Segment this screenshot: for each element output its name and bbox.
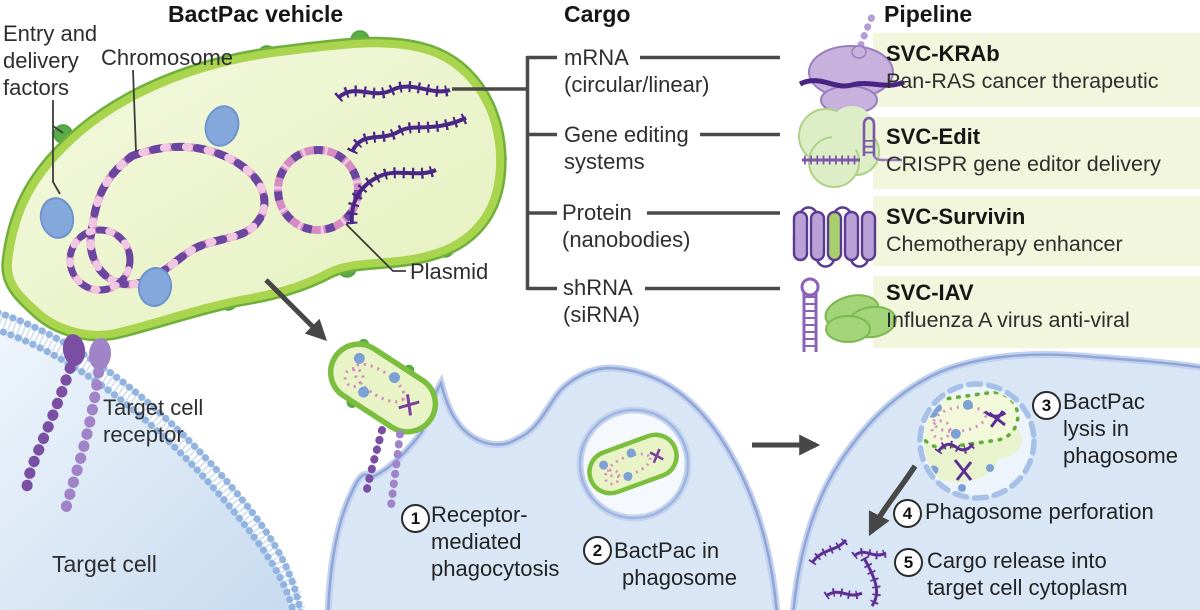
target-cell-receptors <box>21 334 112 524</box>
target-cell-receptor-label: Target cell receptor <box>103 394 203 448</box>
target-cell-label: Target cell <box>52 551 157 577</box>
pipeline-name: SVC-Edit <box>886 124 981 149</box>
plasmid-dna <box>274 146 362 234</box>
plasmid-label: Plasmid <box>410 259 489 284</box>
cargo-mrna-line2: (circular/linear) <box>564 72 710 97</box>
chromosome-label: Chromosome <box>101 45 234 70</box>
pipeline-entry-svc-krab: SVC-KRAb Pan-RAS cancer therapeutic <box>886 40 1158 94</box>
pipeline-desc: CRISPR gene editor delivery <box>886 152 1161 176</box>
step-3-badge: 3 <box>1032 391 1061 420</box>
cargo-item-protein: Protein (nanobodies) <box>562 199 690 253</box>
pipeline-entry-svc-survivin: SVC-Survivin Chemotherapy enhancer <box>886 203 1123 257</box>
cargo-gene-line2: systems <box>564 149 645 174</box>
cargo-item-shrna: shRNA (siRNA) <box>563 274 640 328</box>
receptor-label-line2: receptor <box>103 422 184 447</box>
step-5-badge: 5 <box>894 548 923 577</box>
bactpac-small <box>327 338 439 510</box>
step-5-line1: Cargo release into <box>927 548 1107 573</box>
entry-label-line1: Entry and <box>3 21 98 46</box>
ribosome-mrna-icon <box>798 8 906 115</box>
step-1-line3: phagocytosis <box>431 556 560 581</box>
step-2-line1: BactPac in <box>614 538 720 563</box>
cargo-bracket <box>452 55 780 291</box>
entry-delivery-factors-label: Entry and delivery factors <box>3 20 97 101</box>
pipeline-boxes <box>873 33 1200 348</box>
entry-label-line2: delivery <box>3 48 79 73</box>
cargo-protein-line1: Protein <box>562 200 632 225</box>
pipeline-entry-svc-iav: SVC-IAV Influenza A virus anti-viral <box>886 279 1130 333</box>
title-pipeline: Pipeline <box>884 1 973 27</box>
lysed-bactpac-contents <box>924 390 1022 492</box>
cargo-shrna-line1: shRNA <box>563 275 633 300</box>
chromosome-dna <box>66 142 269 294</box>
released-cargo-strands <box>808 536 888 609</box>
shrna-hairpin-icon <box>800 277 897 352</box>
bactpac-in-phagosome <box>587 432 679 496</box>
cargo-protein-line2: (nanobodies) <box>562 227 691 252</box>
nanobody-beta-barrel-icon <box>792 206 877 268</box>
pipeline-name: SVC-IAV <box>886 280 974 305</box>
step-5-line2: target cell cytoplasm <box>927 575 1128 600</box>
step-3-line2: lysis in <box>1063 416 1130 441</box>
step-4-badge: 4 <box>893 499 922 528</box>
step-1-line1: Receptor- <box>431 502 528 527</box>
pipeline-name: SVC-KRAb <box>886 41 1000 66</box>
label-leader-lines <box>52 69 406 272</box>
mrna-strands <box>334 81 469 225</box>
step-4-text: Phagosome perforation <box>925 498 1154 525</box>
arrow-to-small-bactpac <box>264 278 327 341</box>
pipeline-desc: Pan-RAS cancer therapeutic <box>886 69 1159 93</box>
entry-label-line3: factors <box>3 75 70 100</box>
bactpac-small-receptors <box>362 426 404 510</box>
step-3-text: BactPac lysis in phagosome <box>1063 388 1178 469</box>
pipeline-entry-svc-edit: SVC-Edit CRISPR gene editor delivery <box>886 123 1161 177</box>
cargo-mrna-line1: mRNA <box>564 45 629 70</box>
flow-arrows <box>264 278 918 537</box>
title-bactpac-vehicle: BactPac vehicle <box>168 1 344 27</box>
step-1-line2: mediated <box>431 529 522 554</box>
step-5-text: Cargo release into target cell cytoplasm <box>927 547 1128 601</box>
cargo-gene-line1: Gene editing <box>564 122 689 147</box>
arrow-phagosome-perforation <box>868 464 918 537</box>
cas9-guide-rna-icon <box>798 106 902 188</box>
cargo-item-gene-editing: Gene editing systems <box>564 121 689 175</box>
step-2-text: BactPac in phagosome <box>614 537 737 591</box>
target-cell <box>0 309 308 610</box>
cargo-shrna-line2: (siRNA) <box>563 302 640 327</box>
step-3-line3: phagosome <box>1063 443 1178 468</box>
step-2-line2: phagosome <box>622 565 737 590</box>
pipeline-desc: Chemotherapy enhancer <box>886 232 1123 256</box>
receptor-label-line1: Target cell <box>103 395 204 420</box>
step-3-line1: BactPac <box>1063 389 1145 414</box>
step-4-line1: Phagosome perforation <box>925 499 1154 524</box>
phagocyte-cell-right <box>789 351 1200 610</box>
bactpac-vehicle-cell <box>1 30 507 342</box>
delivery-factor-blobs <box>39 105 240 307</box>
step-2-badge: 2 <box>583 536 612 565</box>
title-cargo: Cargo <box>564 1 631 27</box>
pipeline-name: SVC-Survivin <box>886 204 1026 229</box>
step-1-text: Receptor- mediated phagocytosis <box>431 501 559 582</box>
pipeline-desc: Influenza A virus anti-viral <box>886 308 1130 332</box>
step-1-badge: 1 <box>401 504 430 533</box>
cargo-item-mrna: mRNA (circular/linear) <box>564 44 709 98</box>
